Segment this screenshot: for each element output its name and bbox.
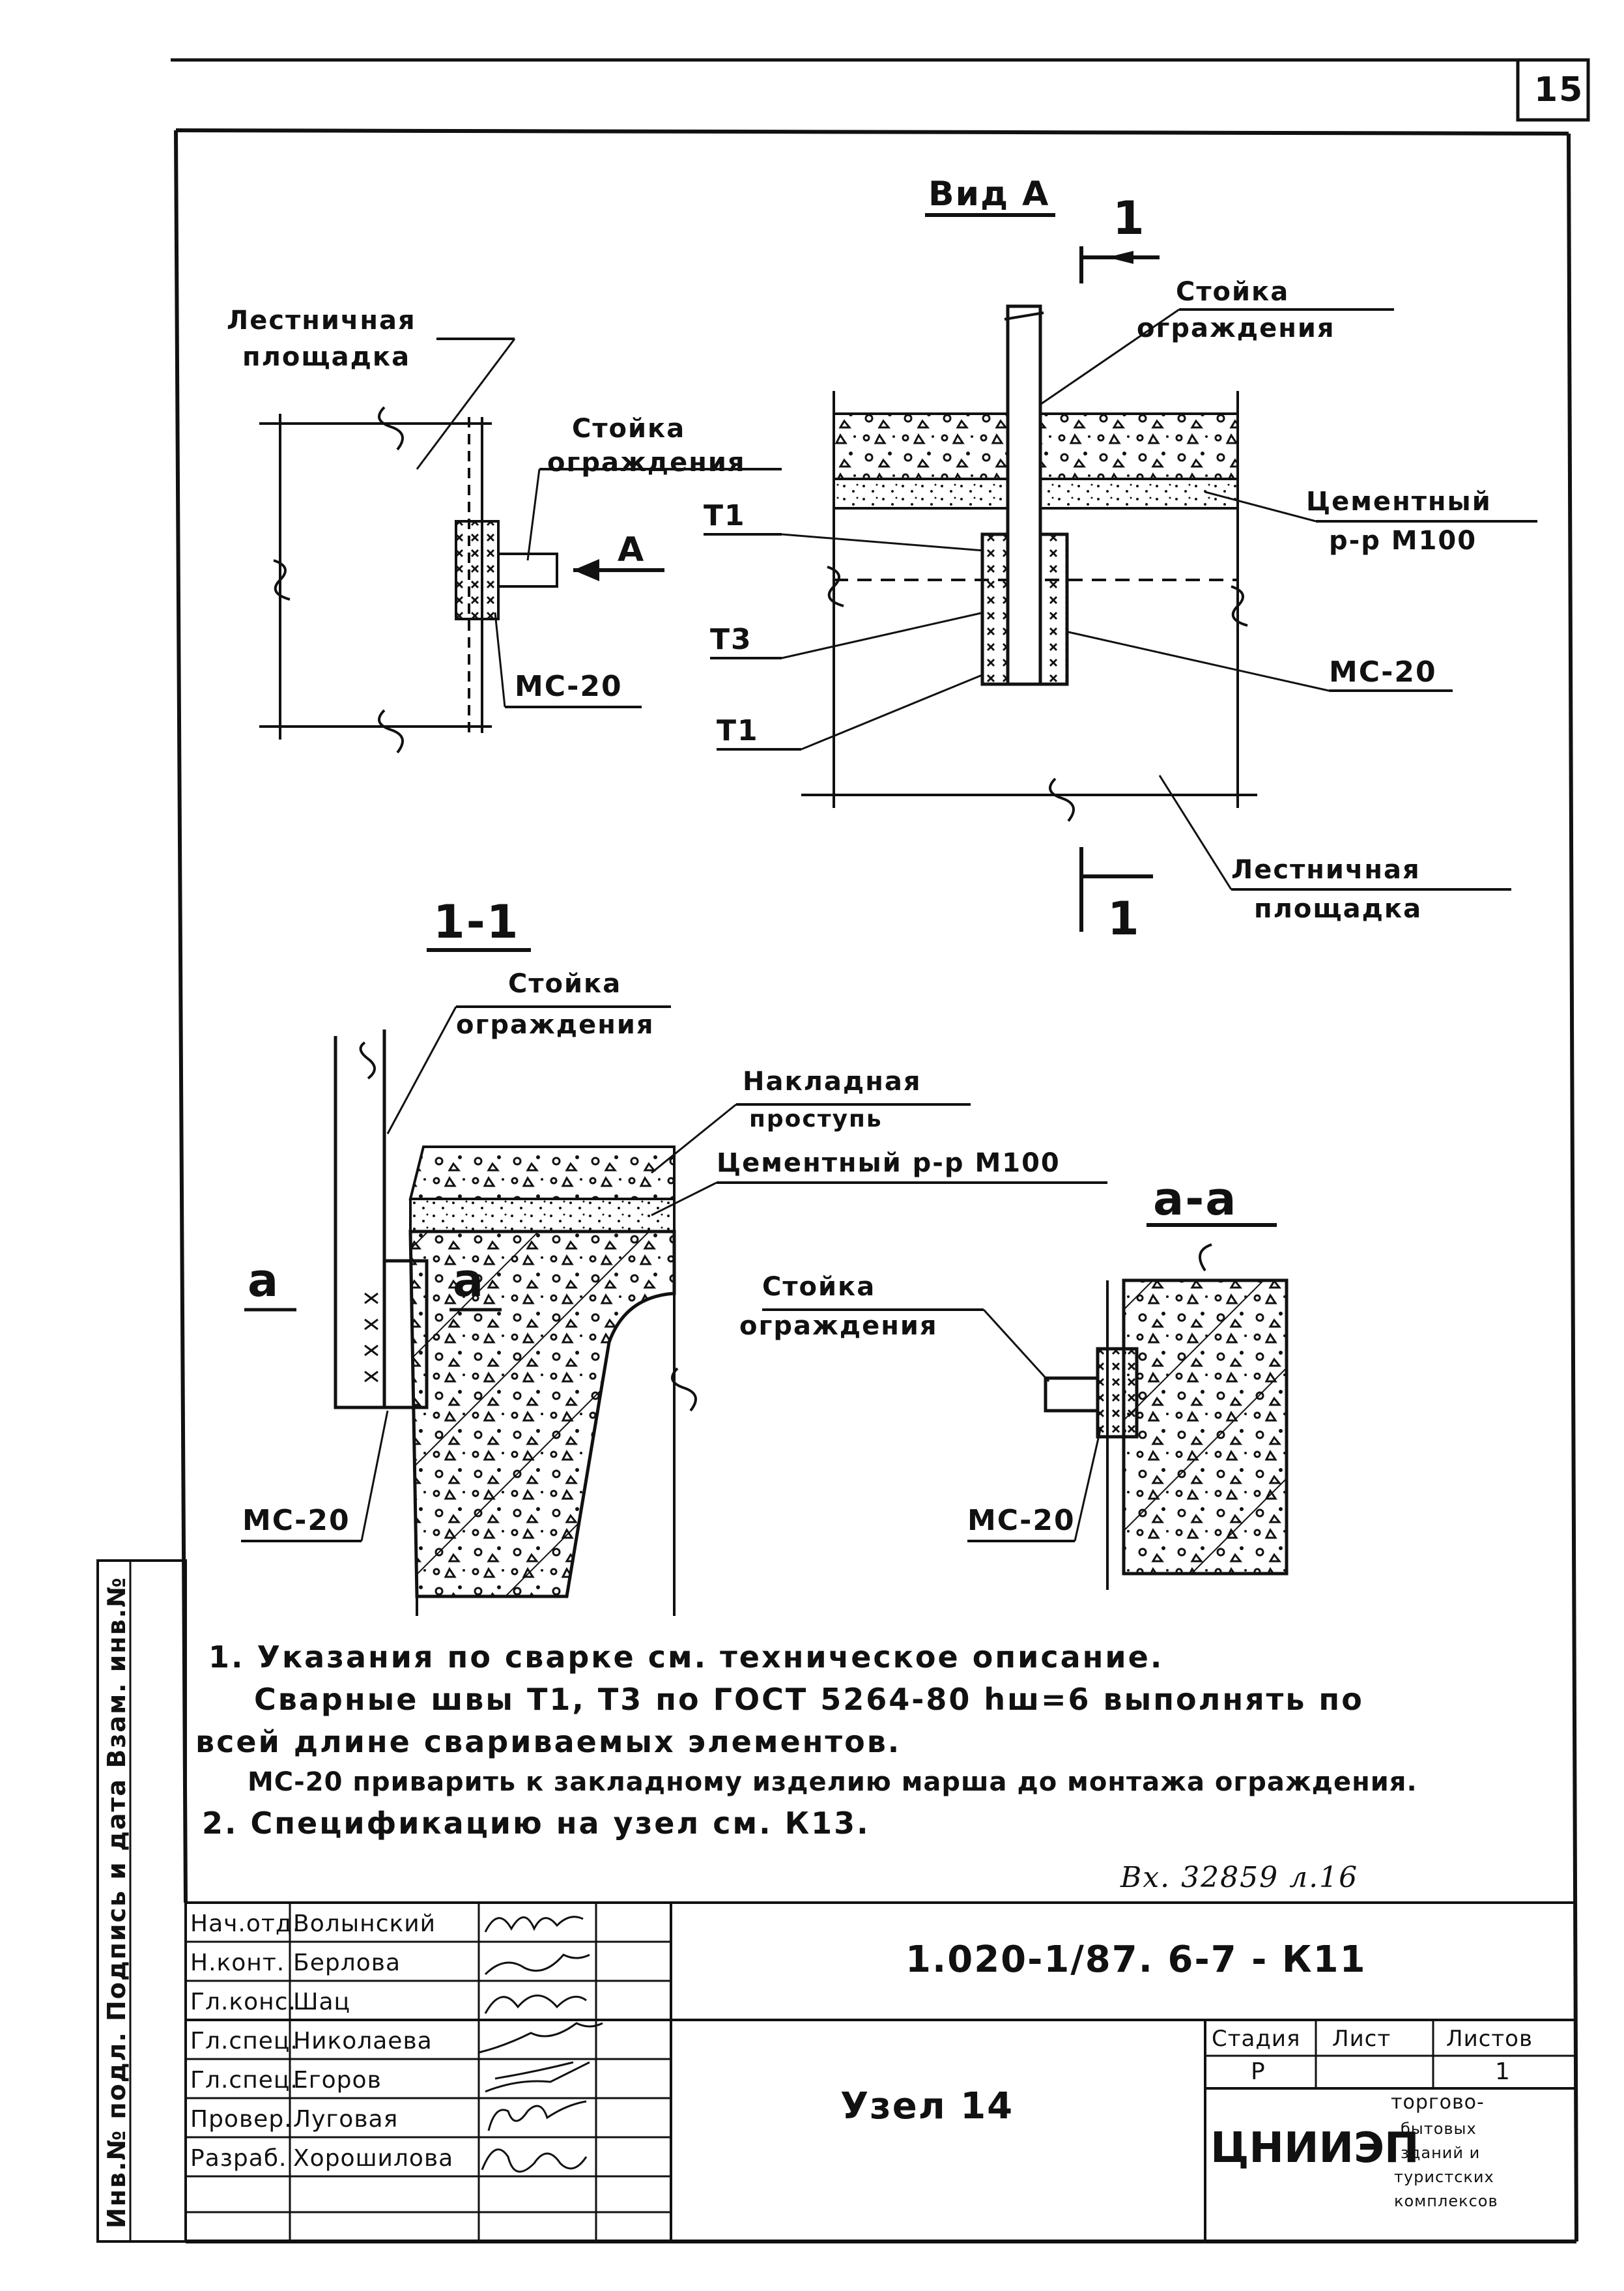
weld-t1-bottom-label: Т1 (717, 714, 759, 747)
note-1: 1. Указания по сварке см. техническое оп… (208, 1639, 1164, 1675)
plan-post-label-2: ограждения (547, 448, 746, 478)
plan-landing-label-1: Лестничная (227, 306, 416, 336)
organization: ЦНИИЭП (1210, 2124, 1419, 2172)
role-7: Разраб. (190, 2145, 287, 2172)
organization-line-2: бытовых (1401, 2120, 1477, 2138)
side-stamp: Инв.№ подл. Подпись и дата Взам. инв.№ (102, 1576, 131, 2228)
plan-landing-label-2: площадка (242, 342, 411, 372)
plan-mc-label: МС-20 (515, 670, 623, 703)
frame-right (1567, 133, 1578, 2242)
stage-header: Стадия (1212, 2026, 1301, 2052)
organization-line-1: торгово- (1391, 2091, 1485, 2114)
organization-line-5: комплексов (1394, 2192, 1498, 2210)
weld-t1-top-label: Т1 (704, 499, 746, 532)
role-6: Провер. (190, 2106, 292, 2133)
section-a-a-post-label-2: ограждения (739, 1311, 938, 1341)
title-block-grid (186, 1903, 1576, 2241)
sheets-header: Листов (1446, 2026, 1533, 2052)
organization-line-3: зданий и (1401, 2144, 1481, 2162)
plan-arrow-label: А (618, 530, 646, 569)
section-1-1-post-label-1: Стойка (508, 969, 622, 999)
page-number: 15 (1534, 70, 1584, 109)
name-5: Егоров (293, 2067, 382, 2094)
frame-left (174, 130, 188, 1903)
view-a-cement-label-1: Цементный (1306, 487, 1492, 517)
frame-top (175, 128, 1569, 136)
document-code: 1.020-1/87. 6-7 - К11 (905, 1938, 1367, 1981)
view-a-section-mark-top: 1 (1113, 192, 1146, 245)
section-a-a-title: а-а (1153, 1172, 1238, 1226)
cut-mark-right: а (453, 1254, 485, 1307)
role-5: Гл.спец. (190, 2067, 298, 2094)
view-a (704, 213, 1537, 932)
section-a-a-post-label-1: Стойка (762, 1272, 876, 1302)
view-a-post-label-2: ограждения (1137, 313, 1335, 343)
name-3: Шац (293, 1989, 351, 2015)
name-4: Николаева (293, 2028, 433, 2054)
page-number-box (1516, 58, 1590, 122)
view-a-landing-label-2: площадка (1254, 894, 1423, 924)
name-1: Волынский (293, 1910, 436, 1937)
plan-post-label-1: Стойка (572, 414, 686, 444)
section-1-1 (241, 948, 1107, 1616)
view-a-mc-label: МС-20 (1329, 656, 1437, 689)
signatures (478, 1916, 603, 2173)
plan-view (259, 338, 782, 754)
section-1-1-title: 1-1 (433, 895, 520, 949)
tread-label-1: Накладная (743, 1067, 922, 1097)
role-3: Гл.конс. (190, 1989, 296, 2015)
section-1-1-post-label-2: ограждения (456, 1010, 655, 1040)
tread-label-2: проступь (749, 1106, 883, 1132)
view-a-section-mark-bottom: 1 (1107, 892, 1141, 945)
side-stamp-frame (96, 1559, 187, 2243)
organization-line-4: туристских (1394, 2168, 1494, 2186)
view-a-cement-label-2: р-р М100 (1329, 526, 1477, 556)
view-a-landing-label-1: Лестничная (1231, 855, 1421, 885)
view-a-title: Вид А (928, 175, 1050, 214)
drawing-title: Узел 14 (840, 2085, 1014, 2127)
section-a-a-mc-label: МС-20 (967, 1504, 1076, 1537)
sheet-header: Лист (1332, 2026, 1391, 2052)
role-1: Нач.отд. (190, 1910, 301, 1937)
stage-value: Р (1251, 2058, 1266, 2085)
section-1-1-mc-label: МС-20 (242, 1504, 350, 1537)
view-a-post-label-1: Стойка (1176, 277, 1290, 307)
sheets-value: 1 (1495, 2058, 1511, 2085)
cut-mark-left: а (248, 1254, 280, 1307)
name-2: Берлова (293, 1950, 401, 1976)
note-1-line-2: Сварные швы Т1, Т3 по ГОСТ 5264-80 hш=6 … (254, 1682, 1364, 1717)
section-1-1-cement-label: Цементный р-р М100 (717, 1148, 1061, 1178)
incoming-reference: Вх. 32859 л.16 (1120, 1861, 1359, 1894)
note-2: 2. Спецификацию на узел см. К13. (202, 1806, 870, 1841)
section-a-a (762, 1223, 1289, 1590)
name-7: Хорошилова (293, 2145, 454, 2172)
note-1-line-4: МС-20 приварить к закладному изделию мар… (248, 1767, 1417, 1797)
weld-t3-label: Т3 (710, 623, 752, 656)
note-1-line-3: всей длине свариваемых элементов. (195, 1724, 902, 1759)
name-6: Луговая (293, 2106, 399, 2133)
role-4: Гл.спец. (190, 2028, 298, 2054)
role-2: Н.конт. (190, 1950, 285, 1976)
